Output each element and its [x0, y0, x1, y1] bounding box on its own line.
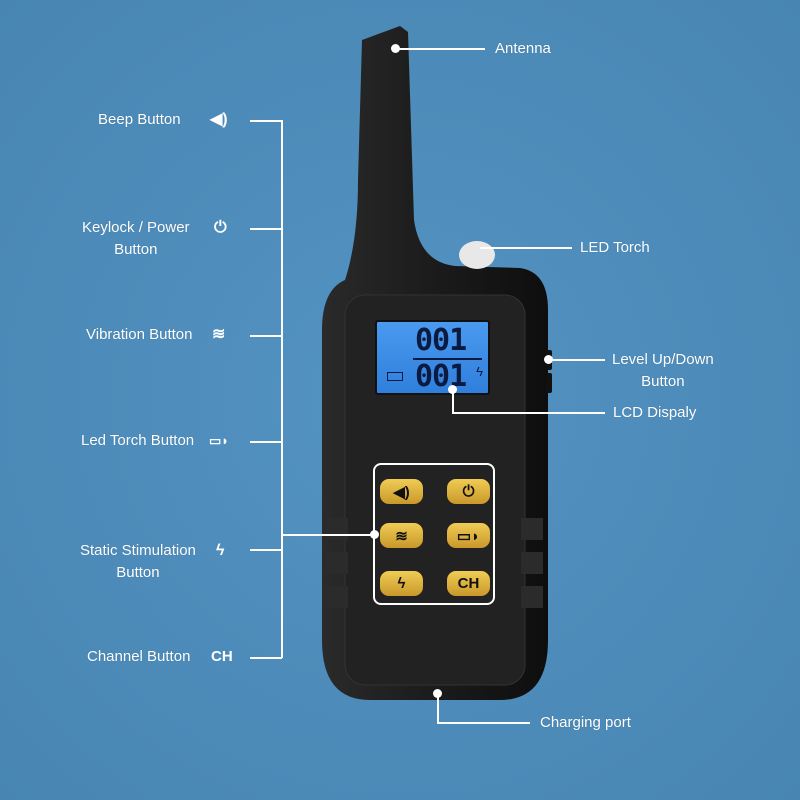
vibration-icon: ≋: [395, 527, 408, 545]
beep-label: Beep Button: [98, 111, 181, 128]
vibration-button[interactable]: ≋: [378, 521, 425, 550]
lcd-bottom-value: 001: [415, 359, 467, 394]
channel-button[interactable]: CH: [445, 569, 492, 598]
bracket-tick: [250, 657, 282, 659]
vibration-label: Vibration Button: [86, 326, 193, 343]
callout-dot: [370, 530, 379, 539]
callout-line: [437, 693, 439, 724]
flashlight-icon: ▭◗: [209, 433, 230, 448]
callout-line: [548, 359, 605, 361]
vibration-icon: ≋: [212, 326, 226, 343]
flashlight-icon: ▭◗: [456, 527, 481, 545]
torch-button-label: Led Torch Button: [81, 432, 195, 449]
torch-button[interactable]: ▭◗: [445, 521, 492, 550]
callout-line: [452, 412, 605, 414]
static-button[interactable]: ϟ: [378, 569, 425, 598]
antenna-label: Antenna: [495, 40, 551, 57]
power-button[interactable]: ⏻: [445, 477, 492, 506]
speaker-icon: ◀): [210, 111, 228, 128]
channel-icon: CH: [211, 648, 233, 665]
callout-line: [452, 390, 454, 414]
channel-label: Channel Button: [87, 648, 191, 665]
beep-button[interactable]: ◀): [378, 477, 425, 506]
level-button-down[interactable]: [546, 373, 552, 393]
lcd-divider: [413, 358, 482, 360]
lightning-icon: ϟ: [216, 542, 225, 559]
lightning-icon: ϟ: [476, 364, 483, 379]
lcd-label: LCD Dispaly: [613, 404, 697, 421]
callout-dot: [448, 385, 457, 394]
callout-line: [281, 534, 375, 536]
callout-line: [395, 48, 485, 50]
callout-line: [437, 722, 530, 724]
led-torch: [459, 241, 495, 269]
bracket-tick: [250, 228, 282, 230]
lcd-display: 001 001 ϟ: [375, 320, 490, 395]
bracket-tick: [250, 120, 282, 122]
charging-port-label: Charging port: [540, 714, 631, 731]
lightning-icon: ϟ: [397, 575, 406, 592]
battery-icon: [387, 372, 403, 381]
lcd-top-value: 001: [415, 323, 467, 358]
callout-line: [480, 247, 572, 249]
bracket-line: [281, 120, 283, 658]
level-label-line1: Level Up/Down: [612, 351, 714, 368]
keylock-label-line1: Keylock / Power: [82, 219, 190, 236]
bracket-tick: [250, 549, 282, 551]
power-icon: ⏻: [462, 483, 475, 500]
static-label-line1: Static Stimulation: [80, 542, 196, 559]
bracket-tick: [250, 335, 282, 337]
bracket-tick: [250, 441, 282, 443]
speaker-icon: ◀): [393, 483, 410, 501]
power-icon: ⏻: [214, 219, 227, 236]
led-torch-label: LED Torch: [580, 239, 650, 256]
channel-label: CH: [457, 575, 480, 592]
level-label-line2: Button: [641, 373, 685, 390]
keylock-label-line2: Button: [114, 241, 158, 258]
static-label-line2: Button: [116, 564, 160, 581]
